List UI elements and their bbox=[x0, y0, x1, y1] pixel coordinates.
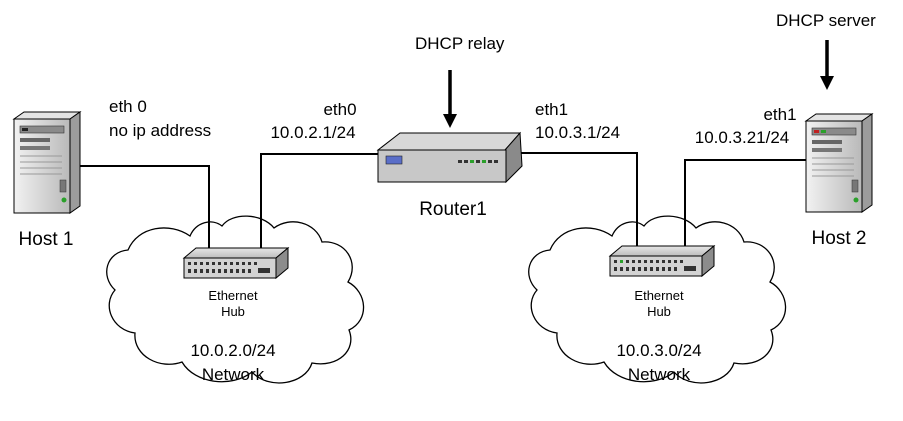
cable-hub1-router bbox=[260, 153, 384, 248]
host2-server-icon bbox=[804, 113, 874, 213]
cloud-network-2 bbox=[528, 215, 787, 384]
router-eth0-ip-label: 10.0.2.1/24 bbox=[270, 123, 355, 142]
hub1-icon bbox=[182, 246, 290, 280]
network2-name-label: Network bbox=[628, 365, 691, 384]
network2-subnet-label: 10.0.3.0/24 bbox=[616, 341, 701, 360]
cables bbox=[80, 152, 806, 248]
host1-ip-label: no ip address bbox=[109, 121, 211, 140]
host2-ip-label: 10.0.3.21/24 bbox=[695, 128, 790, 147]
cable-hub2-host2 bbox=[684, 159, 806, 246]
dhcp-server-label: DHCP server bbox=[776, 11, 876, 30]
dhcp-relay-label: DHCP relay bbox=[415, 34, 505, 53]
router-icon bbox=[376, 131, 523, 184]
cloud-network-1 bbox=[106, 215, 365, 384]
host2-name-label: Host 2 bbox=[812, 228, 867, 249]
hub2-icon bbox=[608, 244, 716, 278]
hub1-label-line1: Ethernet bbox=[208, 288, 258, 303]
network1-name-label: Network bbox=[202, 365, 265, 384]
hub1-label-line2: Hub bbox=[221, 304, 245, 319]
host1-iface-label: eth 0 bbox=[109, 97, 147, 116]
router-name-label: Router1 bbox=[419, 199, 487, 220]
hub2-label-line1: Ethernet bbox=[634, 288, 684, 303]
hub2-label-line2: Hub bbox=[647, 304, 671, 319]
cable-router-hub2 bbox=[512, 152, 638, 246]
host2-iface-label: eth1 bbox=[763, 105, 796, 124]
router-eth1-label: eth1 bbox=[535, 100, 568, 119]
router-eth1-ip-label: 10.0.3.1/24 bbox=[535, 123, 620, 142]
dhcp-server-arrow bbox=[820, 40, 834, 90]
host1-name-label: Host 1 bbox=[19, 229, 74, 250]
host1-server-icon bbox=[12, 111, 82, 214]
network1-subnet-label: 10.0.2.0/24 bbox=[190, 341, 275, 360]
cable-host1-hub1 bbox=[80, 165, 210, 248]
dhcp-relay-arrow bbox=[443, 70, 457, 128]
router-eth0-label: eth0 bbox=[323, 100, 356, 119]
